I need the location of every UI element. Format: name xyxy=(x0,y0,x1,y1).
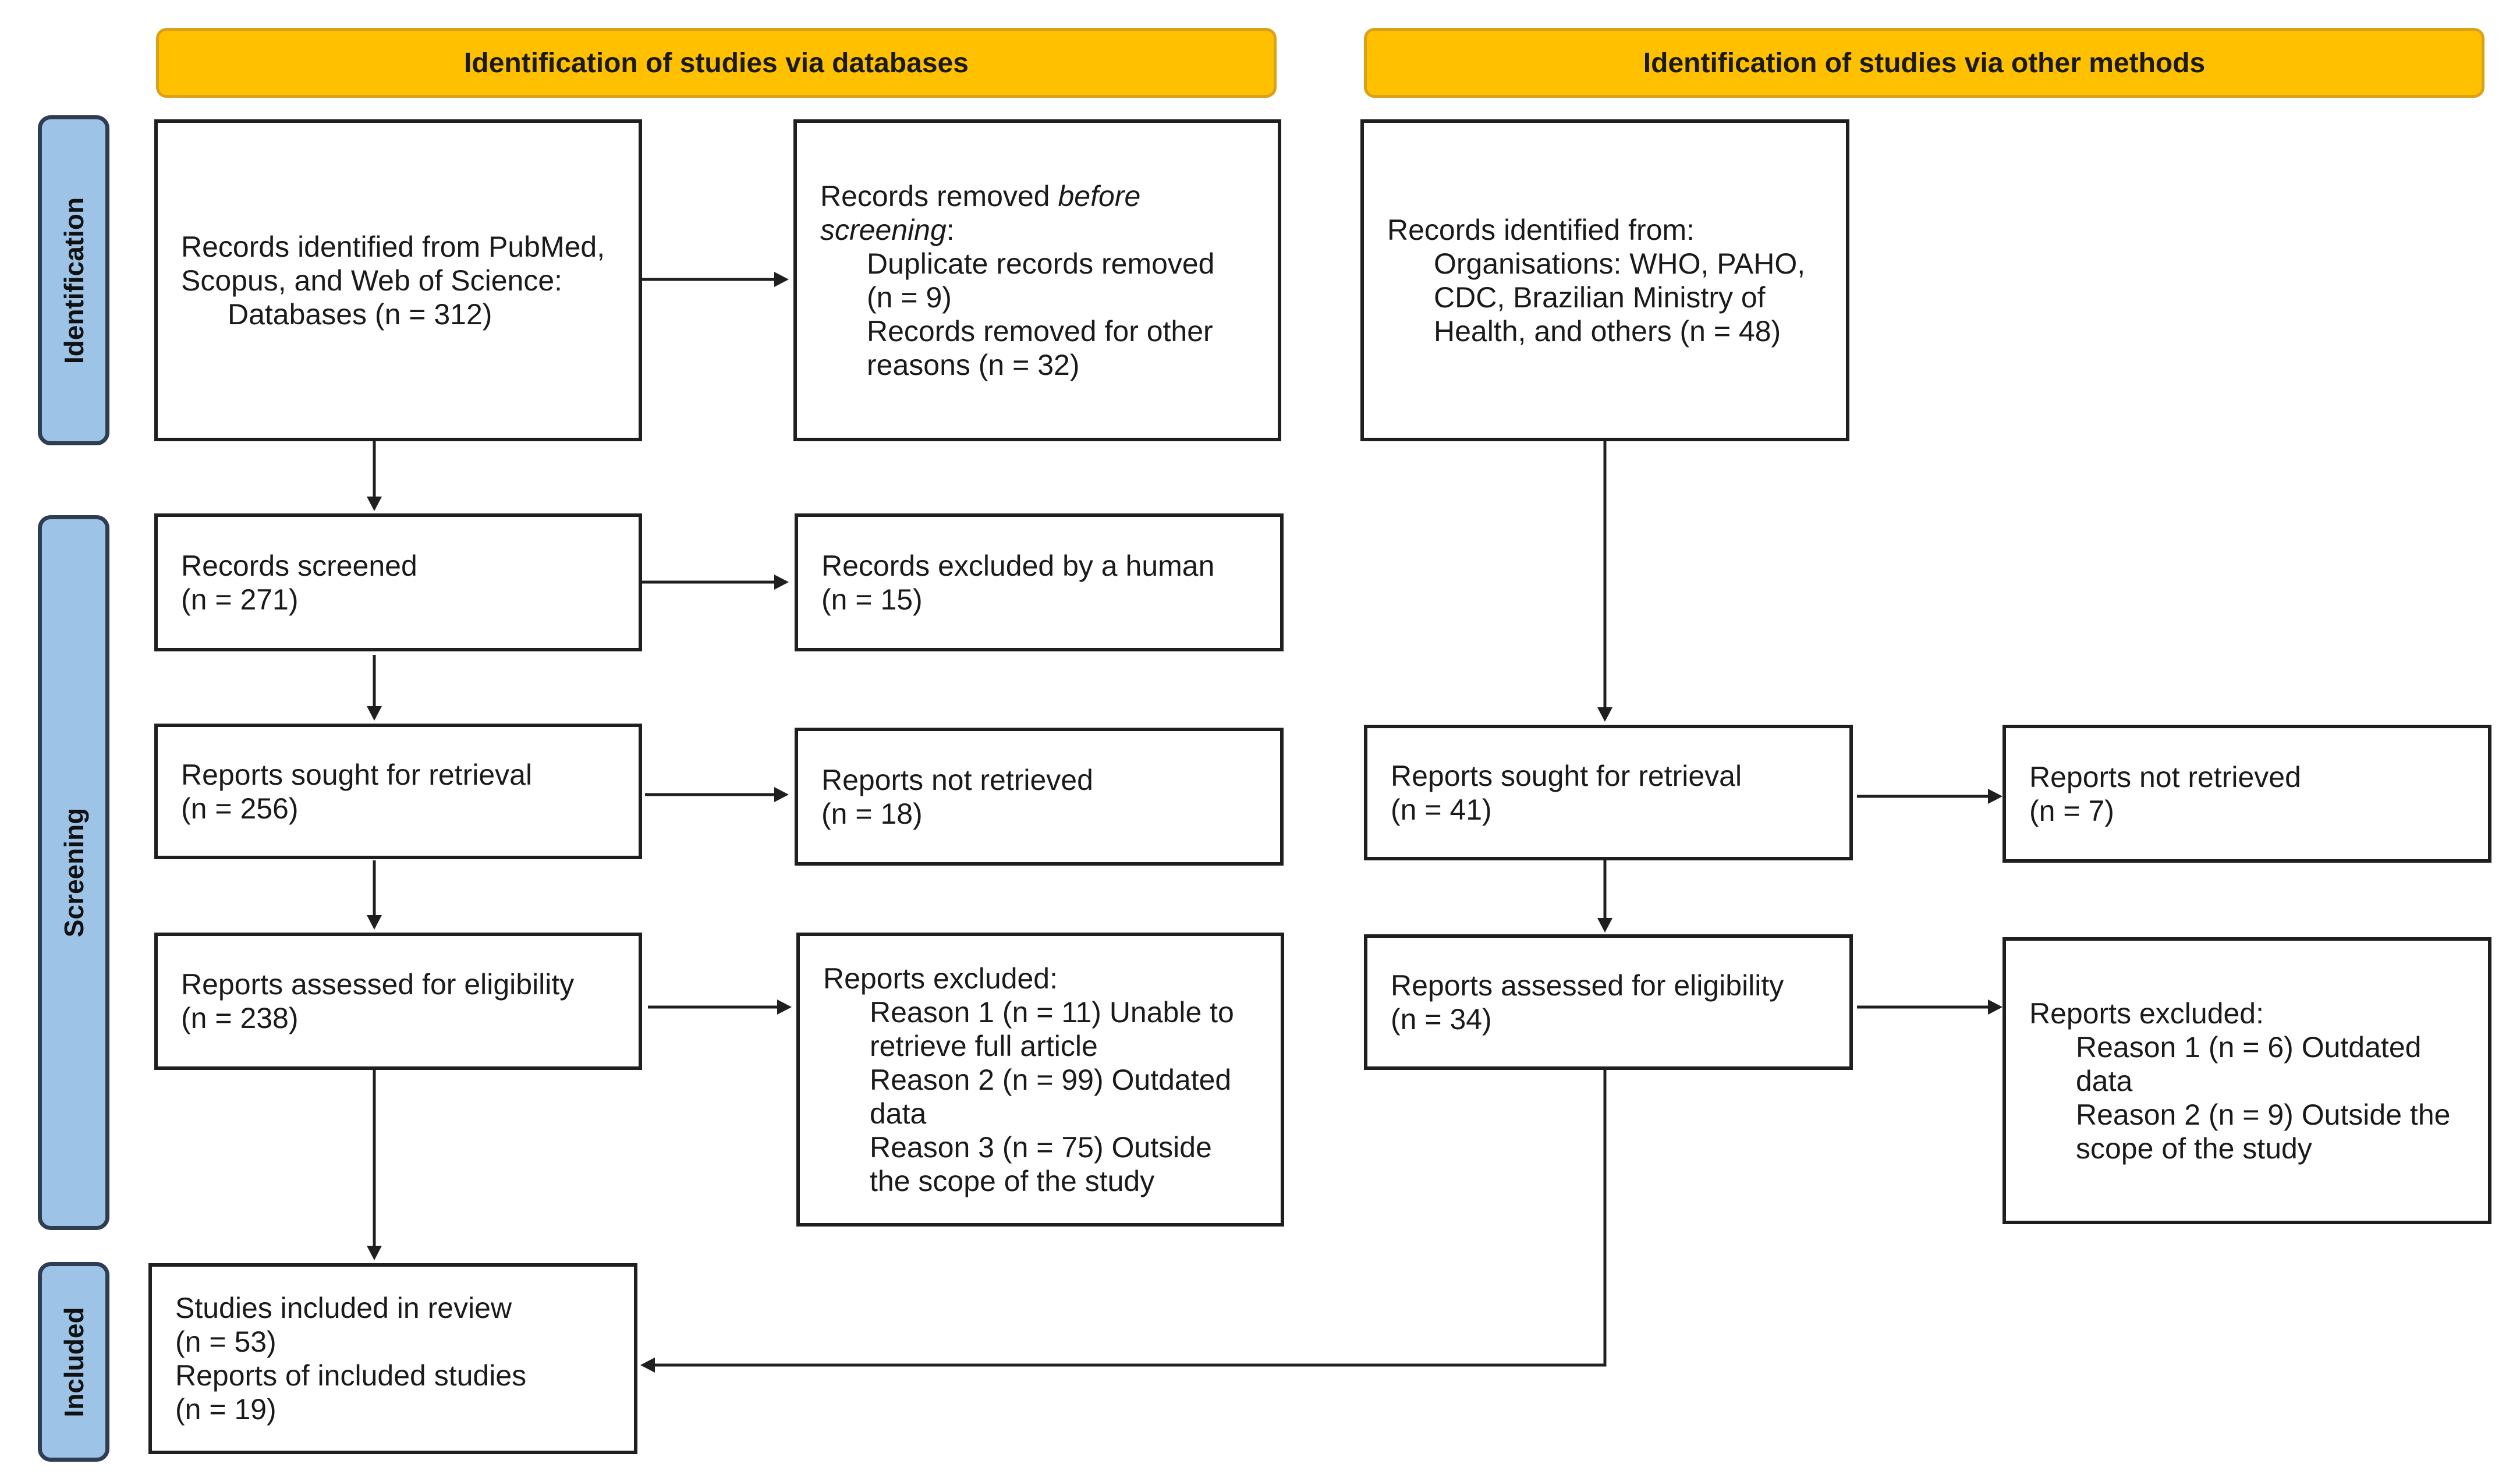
header-other-label: Identification of studies via other meth… xyxy=(1643,47,2206,79)
phase-screening: Screening xyxy=(38,515,109,1230)
db-reports-excluded-box: Reports excluded: Reason 1 (n = 11) Unab… xyxy=(796,933,1284,1227)
text-span: : xyxy=(946,213,955,246)
text-line: Studies included in review xyxy=(175,1292,512,1324)
other-reports-excluded-box: Reports excluded: Reason 1 (n = 6) Outda… xyxy=(2002,937,2491,1224)
text-line: data xyxy=(2076,1064,2133,1097)
arrowhead xyxy=(367,915,382,930)
text-line: Records identified from: xyxy=(1387,213,1695,246)
text-line: (n = 19) xyxy=(175,1393,277,1426)
text-line: Reason 1 (n = 11) Unable to xyxy=(870,995,1234,1029)
text-line: (n = 7) xyxy=(2029,794,2114,827)
arrow-other-assessed-to-included xyxy=(653,1070,1607,1367)
arrowhead xyxy=(367,1246,382,1260)
text-line: Reports assessed for eligibility xyxy=(181,968,575,1001)
text-line: Records removed for other xyxy=(867,314,1213,348)
text-line: Reason 2 (n = 9) Outside the xyxy=(2076,1098,2451,1131)
text-line: Reason 1 (n = 6) Outdated xyxy=(2076,1030,2422,1064)
db-reports-sought-box: Reports sought for retrieval (n = 256) xyxy=(154,724,642,859)
text-line: screening: xyxy=(820,213,1254,247)
text-line: Reports assessed for eligibility xyxy=(1391,969,1784,1002)
other-records-identified-box: Records identified from: Organisations: … xyxy=(1360,119,1849,441)
text-line: Reason 3 (n = 75) Outside xyxy=(870,1130,1212,1164)
arrowhead xyxy=(774,787,789,802)
header-databases: Identification of studies via databases xyxy=(156,28,1277,98)
text-line: Organisations: WHO, PAHO, xyxy=(1434,247,1806,280)
phase-screening-label: Screening xyxy=(58,807,89,938)
text-line: Reports of included studies xyxy=(175,1359,527,1392)
other-reports-assessed-box: Reports assessed for eligibility (n = 34… xyxy=(1364,934,1853,1070)
text-line: Reports sought for retrieval xyxy=(1391,759,1742,792)
text-line: Reports excluded: xyxy=(2029,997,2264,1030)
text-line: Reports excluded: xyxy=(823,962,1058,995)
italic-text: before xyxy=(1058,179,1141,212)
text-line: (n = 9) xyxy=(867,281,952,314)
db-records-excluded-box: Records excluded by a human (n = 15) xyxy=(795,513,1284,651)
arrowhead xyxy=(774,272,789,287)
text-line: (n = 256) xyxy=(181,792,299,825)
text-line: reasons (n = 32) xyxy=(867,348,1080,381)
text-line: Reports sought for retrieval xyxy=(181,758,533,791)
db-records-removed-box: Records removed before screening: Duplic… xyxy=(793,119,1281,441)
text-line: (n = 53) xyxy=(175,1325,277,1358)
text-span: Records removed xyxy=(820,179,1058,212)
text-line: Records excluded by a human xyxy=(821,549,1215,582)
arrowhead xyxy=(774,575,789,590)
arrowhead xyxy=(640,1358,655,1373)
text-line: the scope of the study xyxy=(870,1164,1155,1197)
text-line: Records removed before xyxy=(820,179,1254,213)
arrowhead xyxy=(367,706,382,721)
text-line: Reason 2 (n = 99) Outdated xyxy=(870,1063,1232,1096)
text-line: Records screened xyxy=(181,549,417,582)
arrowhead xyxy=(1597,918,1612,933)
text-line: Reports not retrieved xyxy=(821,763,1093,796)
studies-included-box: Studies included in review (n = 53) Repo… xyxy=(148,1263,637,1454)
db-reports-not-retrieved-box: Reports not retrieved (n = 18) xyxy=(795,728,1284,866)
other-reports-not-retrieved-box: Reports not retrieved (n = 7) xyxy=(2002,725,2491,863)
text-line: (n = 238) xyxy=(181,1002,299,1034)
text-line: Duplicate records removed xyxy=(867,247,1215,280)
text-line: Scopus, and Web of Science: xyxy=(181,264,563,297)
text-line: (n = 34) xyxy=(1391,1002,1492,1036)
text-line: retrieve full article xyxy=(870,1029,1098,1062)
arrowhead xyxy=(367,497,382,511)
arrowhead xyxy=(1988,789,2002,804)
text-line: Reports not retrieved xyxy=(2029,760,2301,793)
text-line: Databases (n = 312) xyxy=(228,297,492,331)
phase-included: Included xyxy=(38,1262,109,1462)
text-line: scope of the study xyxy=(2076,1132,2312,1165)
header-other-methods: Identification of studies via other meth… xyxy=(1364,28,2484,98)
phase-identification: Identification xyxy=(38,115,109,445)
text-line: (n = 15) xyxy=(821,583,923,616)
text-line: (n = 41) xyxy=(1391,793,1492,826)
text-line: CDC, Brazilian Ministry of xyxy=(1434,281,1766,314)
text-line: Records identified from PubMed, xyxy=(181,230,605,263)
phase-identification-label: Identification xyxy=(58,197,89,364)
italic-text: screening xyxy=(820,213,947,246)
other-reports-sought-box: Reports sought for retrieval (n = 41) xyxy=(1364,725,1853,860)
arrowhead xyxy=(1597,707,1612,722)
db-records-screened-box: Records screened (n = 271) xyxy=(154,513,642,651)
text-line: data xyxy=(870,1097,927,1130)
text-line: (n = 18) xyxy=(821,797,923,830)
db-reports-assessed-box: Reports assessed for eligibility (n = 23… xyxy=(154,933,642,1070)
db-records-identified-box: Records identified from PubMed, Scopus, … xyxy=(154,119,642,441)
text-line: Health, and others (n = 48) xyxy=(1434,314,1781,348)
arrowhead xyxy=(777,999,792,1015)
arrowhead xyxy=(1988,999,2002,1015)
header-databases-label: Identification of studies via databases xyxy=(464,47,969,79)
text-line: (n = 271) xyxy=(181,583,299,616)
phase-included-label: Included xyxy=(58,1306,89,1417)
